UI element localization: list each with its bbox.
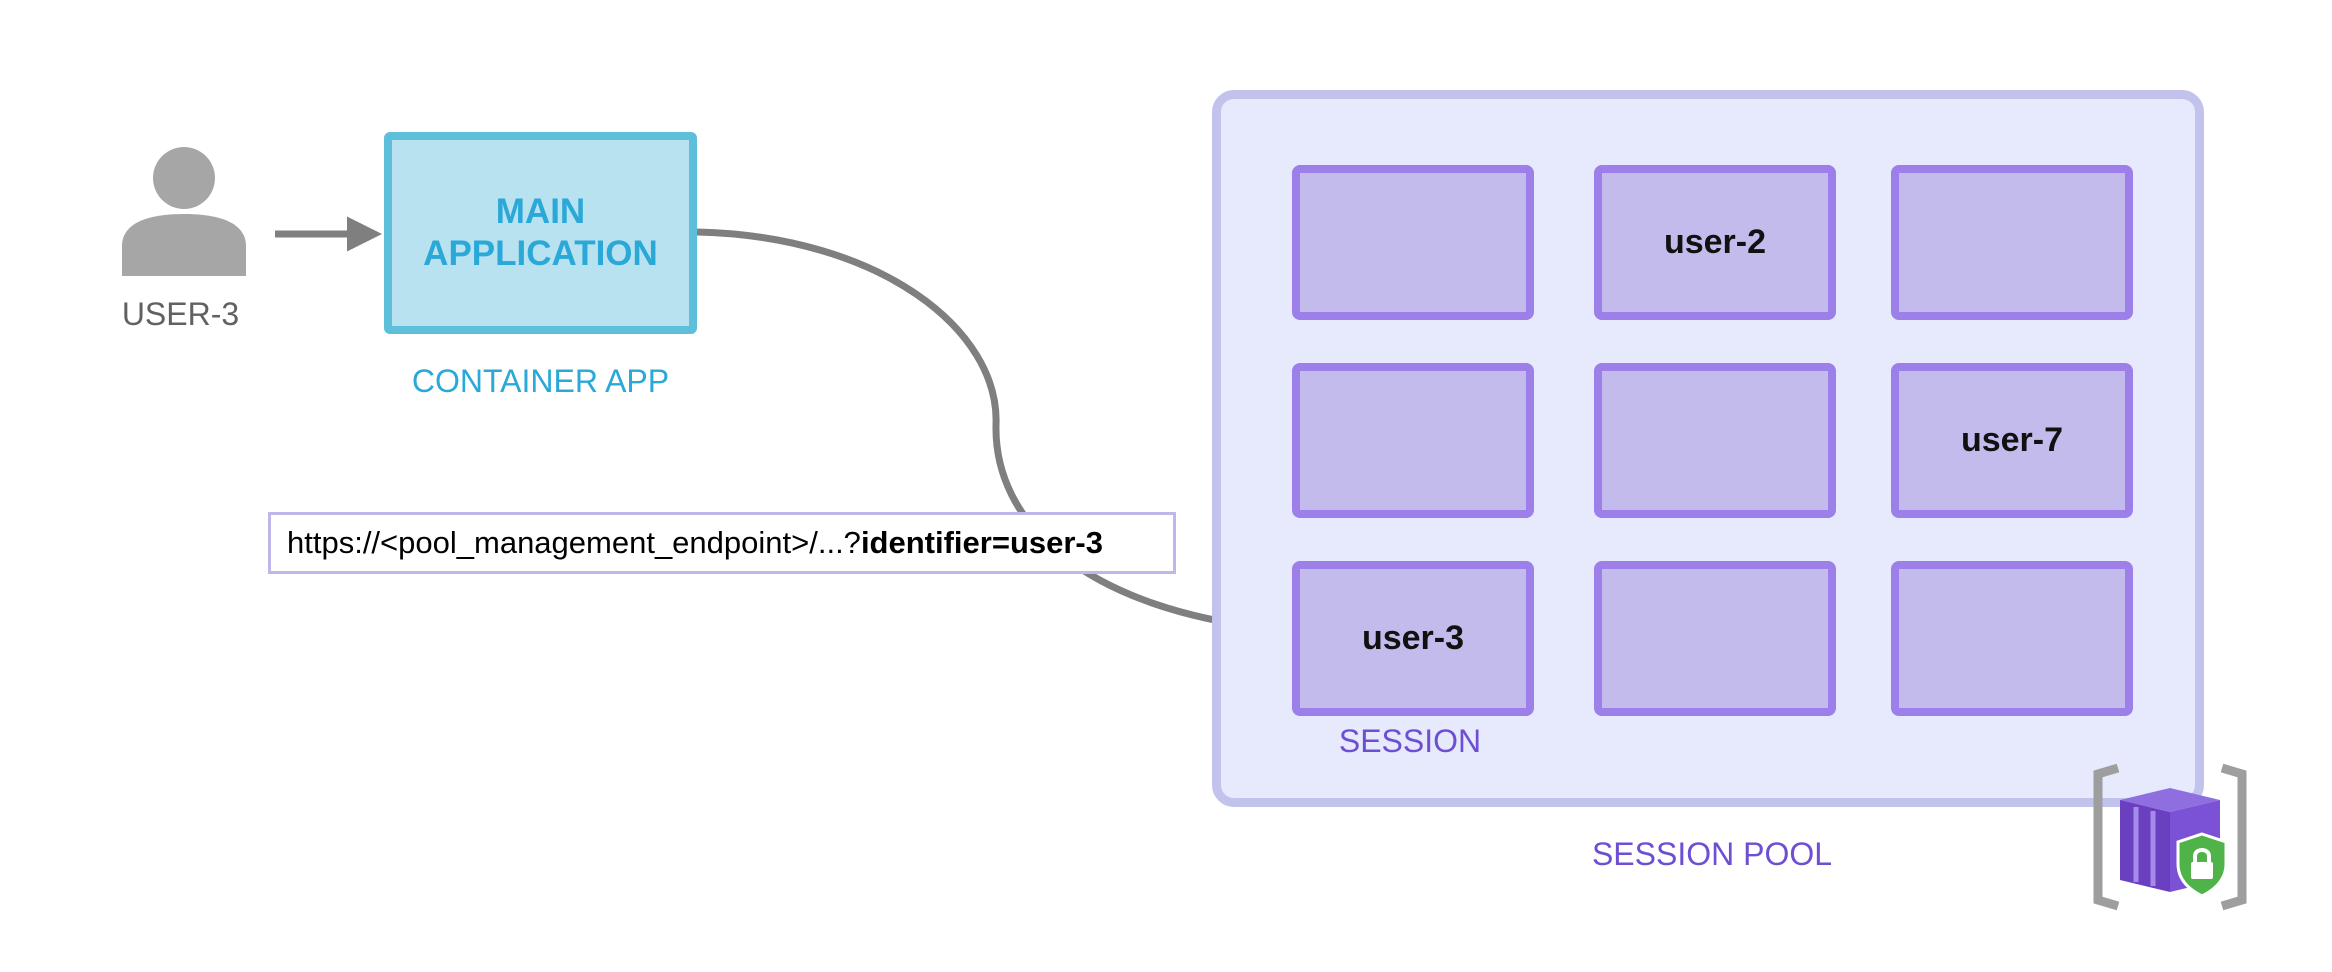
request-url-prefix: https://<pool_management_endpoint>/...? xyxy=(287,525,861,560)
session-label: SESSION xyxy=(1338,723,1482,759)
container-sessions-logo-icon xyxy=(2093,763,2247,911)
main-application-box: MAIN APPLICATION xyxy=(384,132,697,334)
session-slot-1 xyxy=(1292,165,1534,320)
session-slot-4 xyxy=(1292,363,1534,518)
user-label: USER-3 xyxy=(121,296,240,332)
app-to-session-arrow xyxy=(696,228,1289,645)
session-slot-5 xyxy=(1594,363,1836,518)
session-slot-8 xyxy=(1594,561,1836,716)
session-slot-2: user-2 xyxy=(1594,165,1836,320)
session-pool-label: SESSION POOL xyxy=(1591,836,1833,872)
request-url-identifier: identifier=user-3 xyxy=(860,525,1103,560)
session-slot-3 xyxy=(1891,165,2133,320)
main-application-title: MAIN APPLICATION xyxy=(423,192,658,273)
container-app-label: CONTAINER APP xyxy=(411,363,670,399)
session-slot-6: user-7 xyxy=(1891,363,2133,518)
session-pool-box: user-2 user-7 user-3 xyxy=(1212,90,2204,807)
request-url-box: https://<pool_management_endpoint>/...?i… xyxy=(268,512,1176,574)
user-icon xyxy=(122,147,246,276)
session-slot-7: user-3 xyxy=(1292,561,1534,716)
shield-lock-icon xyxy=(2176,832,2228,898)
session-slot-9 xyxy=(1891,561,2133,716)
